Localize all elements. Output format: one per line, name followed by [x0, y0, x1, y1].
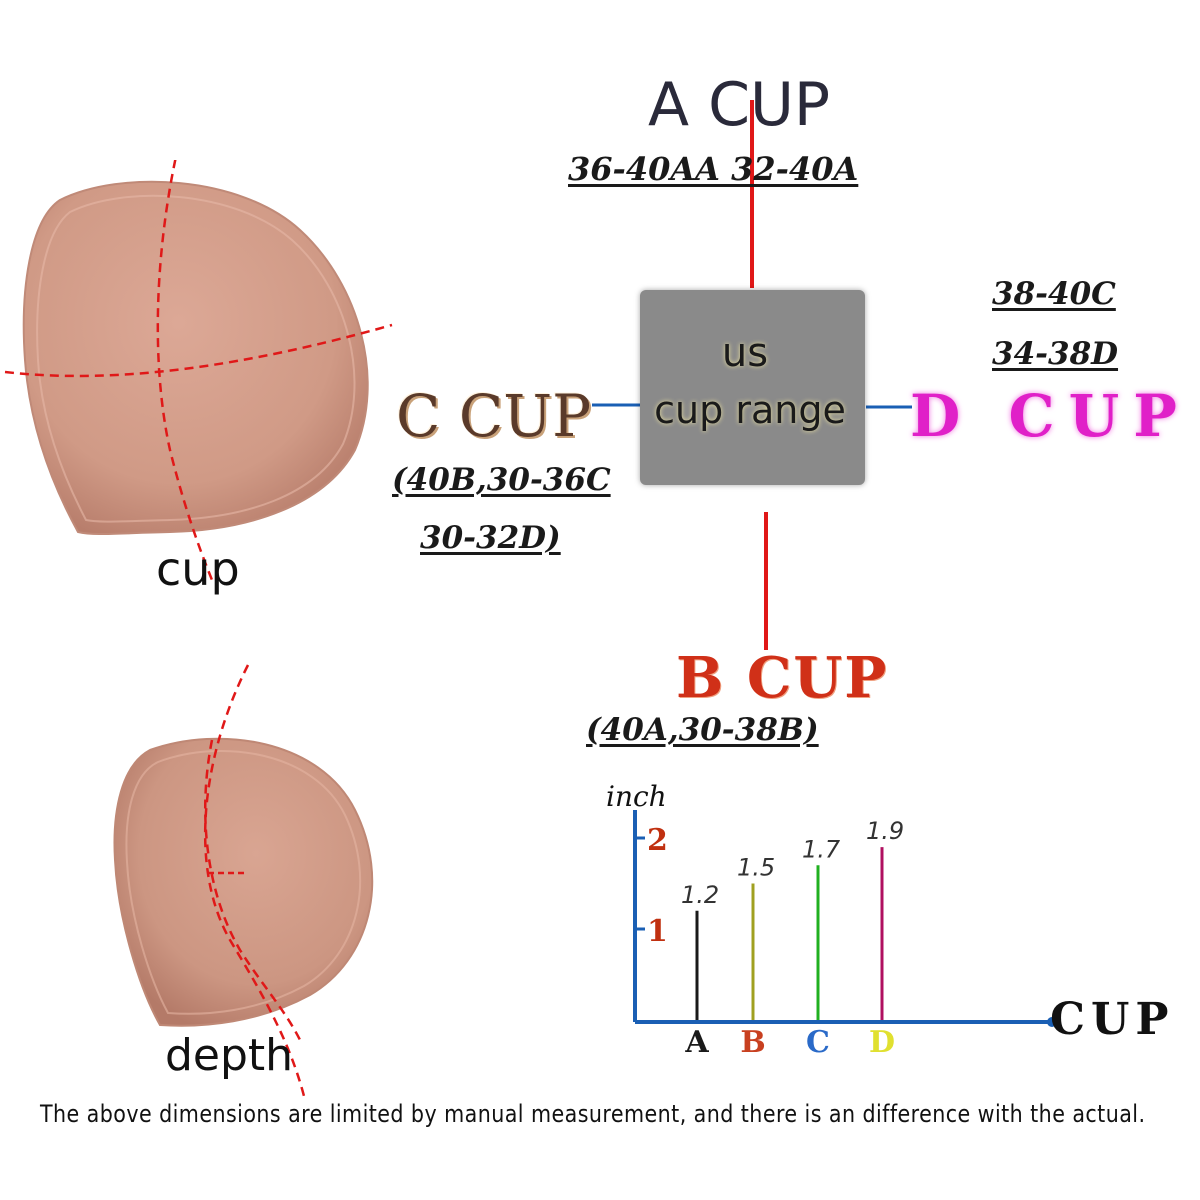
a-cup-title: A CUP [648, 70, 831, 140]
center-box-line1: us [721, 330, 769, 376]
d-cup-range-line2: 34-38D [992, 336, 1119, 372]
a-cup-range: 36-40AA 32-40A [568, 150, 859, 188]
chart-category-label-B: B [740, 1025, 765, 1060]
depth-caption: depth [165, 1030, 294, 1081]
chart-ytick-label-0: 1 [647, 914, 668, 949]
d-cup-title: D CUP [910, 382, 1191, 450]
b-cup-range: (40A,30-38B) [586, 712, 819, 748]
chart-ytick-label-1: 2 [647, 823, 668, 858]
cup-vertical-dashed-line [156, 160, 214, 581]
d-cup-range-line1: 38-40C [992, 276, 1116, 312]
depth-pad-shape [113, 737, 374, 1027]
c-cup-range-line2: 30-32D) [420, 520, 561, 556]
c-cup-range-line1: (40B,30-36C [392, 462, 611, 498]
us-cup-range-box [640, 290, 865, 485]
depth-inner-dashed-arc [204, 739, 302, 1041]
depth-chart: inch CUP 1 2 1.2A 1.5B 1.7C 1.9D [606, 780, 1174, 1060]
footnote: The above dimensions are limited by manu… [40, 1100, 1146, 1128]
cup-horizontal-dashed-line [4, 323, 393, 378]
depth-outer-dashed-arc [203, 664, 307, 1100]
chart-value-label-B: 1.5 [737, 854, 775, 882]
chart-value-label-D: 1.9 [866, 817, 904, 845]
c-cup-title: C CUP [396, 382, 592, 450]
chart-category-label-C: C [806, 1025, 830, 1060]
center-box-line2: cup range [654, 388, 846, 432]
depth-pad-illustration [113, 664, 374, 1100]
cup-pad-inner-edge [36, 194, 356, 523]
chart-x-axis-end-dot [1047, 1017, 1057, 1027]
cup-caption: cup [156, 542, 240, 596]
chart-category-label-D: D [869, 1025, 895, 1060]
chart-xlabel: CUP [1050, 994, 1174, 1045]
chart-ylabel: inch [606, 780, 667, 813]
chart-category-label-A: A [684, 1025, 709, 1060]
cup-pad-illustration [4, 160, 393, 581]
chart-value-label-A: 1.2 [681, 881, 719, 909]
chart-value-label-C: 1.7 [802, 835, 841, 863]
b-cup-title: B CUP [676, 645, 889, 711]
cup-pad-shape [22, 180, 369, 536]
